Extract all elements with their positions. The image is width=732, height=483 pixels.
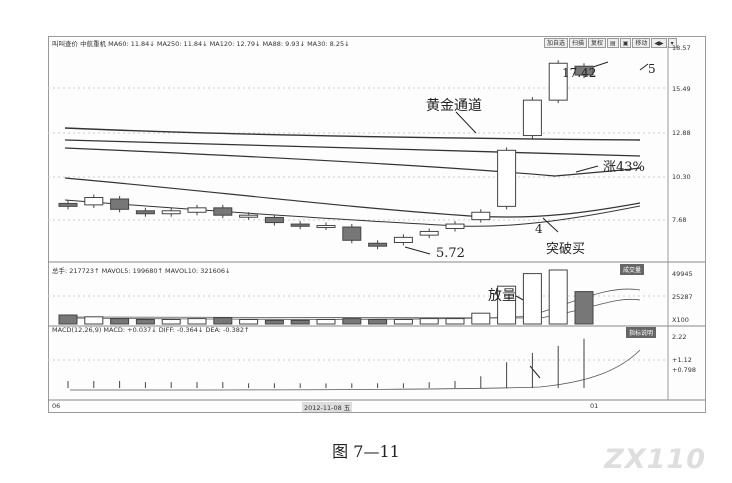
volume-bar — [264, 319, 284, 325]
volume-tick-1: 49945 — [672, 270, 693, 278]
window-icon[interactable]: ▣ — [619, 38, 632, 48]
macd-line — [69, 349, 641, 391]
macd-tick-3: +0.798 — [672, 366, 697, 374]
volume-tag[interactable]: 成交量 — [620, 264, 645, 275]
candle-down — [58, 202, 78, 207]
volume-bar — [135, 319, 155, 325]
candle-up — [316, 225, 336, 229]
candle-up — [239, 214, 259, 218]
volume-bar — [393, 319, 413, 325]
volume-bar — [548, 269, 568, 325]
volume-tick-3: X100 — [672, 316, 689, 324]
layout-icon[interactable]: ▤ — [607, 38, 619, 48]
breakout-arrow — [542, 217, 559, 233]
volume-bar — [58, 314, 78, 325]
candle-up — [522, 99, 542, 137]
candle-up — [419, 230, 439, 236]
candle-up — [161, 210, 181, 215]
volume-bar — [574, 291, 594, 325]
date-label-end: 01 — [590, 402, 599, 410]
candle-up — [393, 236, 413, 244]
add-favorite-button[interactable]: 加自选 — [544, 38, 569, 48]
volume-bar — [522, 273, 542, 325]
volume-bar — [497, 285, 517, 325]
price-tick-3: 12.88 — [672, 129, 691, 137]
macd-panel-header: MACD(12,26,9) MACD: +0.037↓ DIFF: -0.364… — [52, 326, 250, 334]
macd-tick-2: +1.12 — [672, 356, 692, 364]
volume-bar — [342, 318, 362, 325]
candle-down — [264, 216, 284, 224]
volume-increase-label: 放量 — [488, 288, 516, 304]
candle-down — [213, 207, 233, 216]
low-price-label: 5.72 — [436, 246, 465, 261]
macd-tag[interactable]: 指标说明 — [626, 327, 657, 338]
scroll-arrows-icon[interactable]: ◀▶ — [651, 38, 667, 48]
ma-line-second — [64, 139, 641, 157]
dropdown-arrow-icon[interactable]: ▾ — [667, 38, 677, 48]
price-tick-5: 7.68 — [672, 216, 687, 224]
candle-up — [187, 207, 207, 213]
volume-panel-header: 总手: 217723↑ MAVOL5: 199680↑ MAVOL10: 321… — [52, 267, 231, 275]
scan-button[interactable]: 扫描 — [569, 38, 588, 48]
candle-down — [368, 242, 388, 247]
date-label-cursor: 2012-11-08 五 — [302, 402, 353, 412]
num5-arrow — [639, 63, 649, 71]
candle-up — [497, 149, 517, 207]
volume-bar — [161, 319, 181, 325]
volume-bar — [84, 316, 104, 325]
ma-line-upper — [64, 127, 641, 141]
volume-bar — [290, 319, 310, 325]
restore-rights-button[interactable]: 复权 — [588, 38, 607, 48]
candle-up — [445, 223, 465, 229]
candle-down — [135, 210, 155, 215]
price-tick-4: 10.30 — [672, 173, 691, 181]
move-button[interactable]: 移动 — [632, 38, 651, 48]
volume-bar — [419, 318, 439, 325]
volume-bar — [471, 312, 491, 325]
price-tick-1: 18.57 — [672, 44, 691, 52]
candle-down — [290, 223, 310, 227]
toolbar: 加自选 扫描 复权 ▤ ▣ 移动 ◀▶ ▾ — [544, 38, 677, 48]
ma-line-third — [64, 147, 641, 177]
price-panel-header: 叫叫查价 中航重机 MA60: 11.84↓ MA250: 11.84↓ MA1… — [52, 40, 350, 48]
volume-bar — [110, 318, 130, 325]
candle-up — [548, 62, 568, 101]
watermark-logo: ZX110 — [604, 444, 706, 475]
candle-up — [84, 197, 104, 206]
volume-bar — [187, 318, 207, 325]
rise-arrow — [575, 165, 599, 173]
volume-bar — [239, 319, 259, 325]
date-label-start: 06 — [52, 402, 61, 410]
ma-line-fourth — [64, 177, 641, 218]
volume-bar — [368, 319, 388, 325]
chart-window — [48, 36, 706, 413]
figure-caption: 图 7—11 — [332, 442, 400, 461]
volume-bar — [445, 318, 465, 325]
candle-down — [574, 65, 594, 76]
low-arrow — [404, 246, 431, 255]
high-price-label: 17.42 — [562, 66, 597, 80]
rise-percent-label: 涨43% — [603, 160, 645, 175]
volume-tick-2: 25287 — [672, 293, 693, 301]
golden-channel-label: 黄金通道 — [426, 98, 482, 114]
candle-up — [471, 211, 491, 221]
macd-arrow — [529, 365, 541, 379]
candle-down — [342, 226, 362, 241]
candle-4-label: 4 — [535, 222, 543, 236]
breakout-buy-label: 突破买 — [546, 242, 586, 257]
volume-bar — [213, 317, 233, 325]
golden-channel-arrow — [455, 111, 477, 134]
price-tick-2: 15.49 — [672, 85, 691, 93]
candle-5-label: 5 — [648, 62, 656, 76]
candle-down — [110, 198, 130, 210]
volume-bar — [316, 319, 336, 325]
macd-tick-1: 2.22 — [672, 333, 687, 341]
